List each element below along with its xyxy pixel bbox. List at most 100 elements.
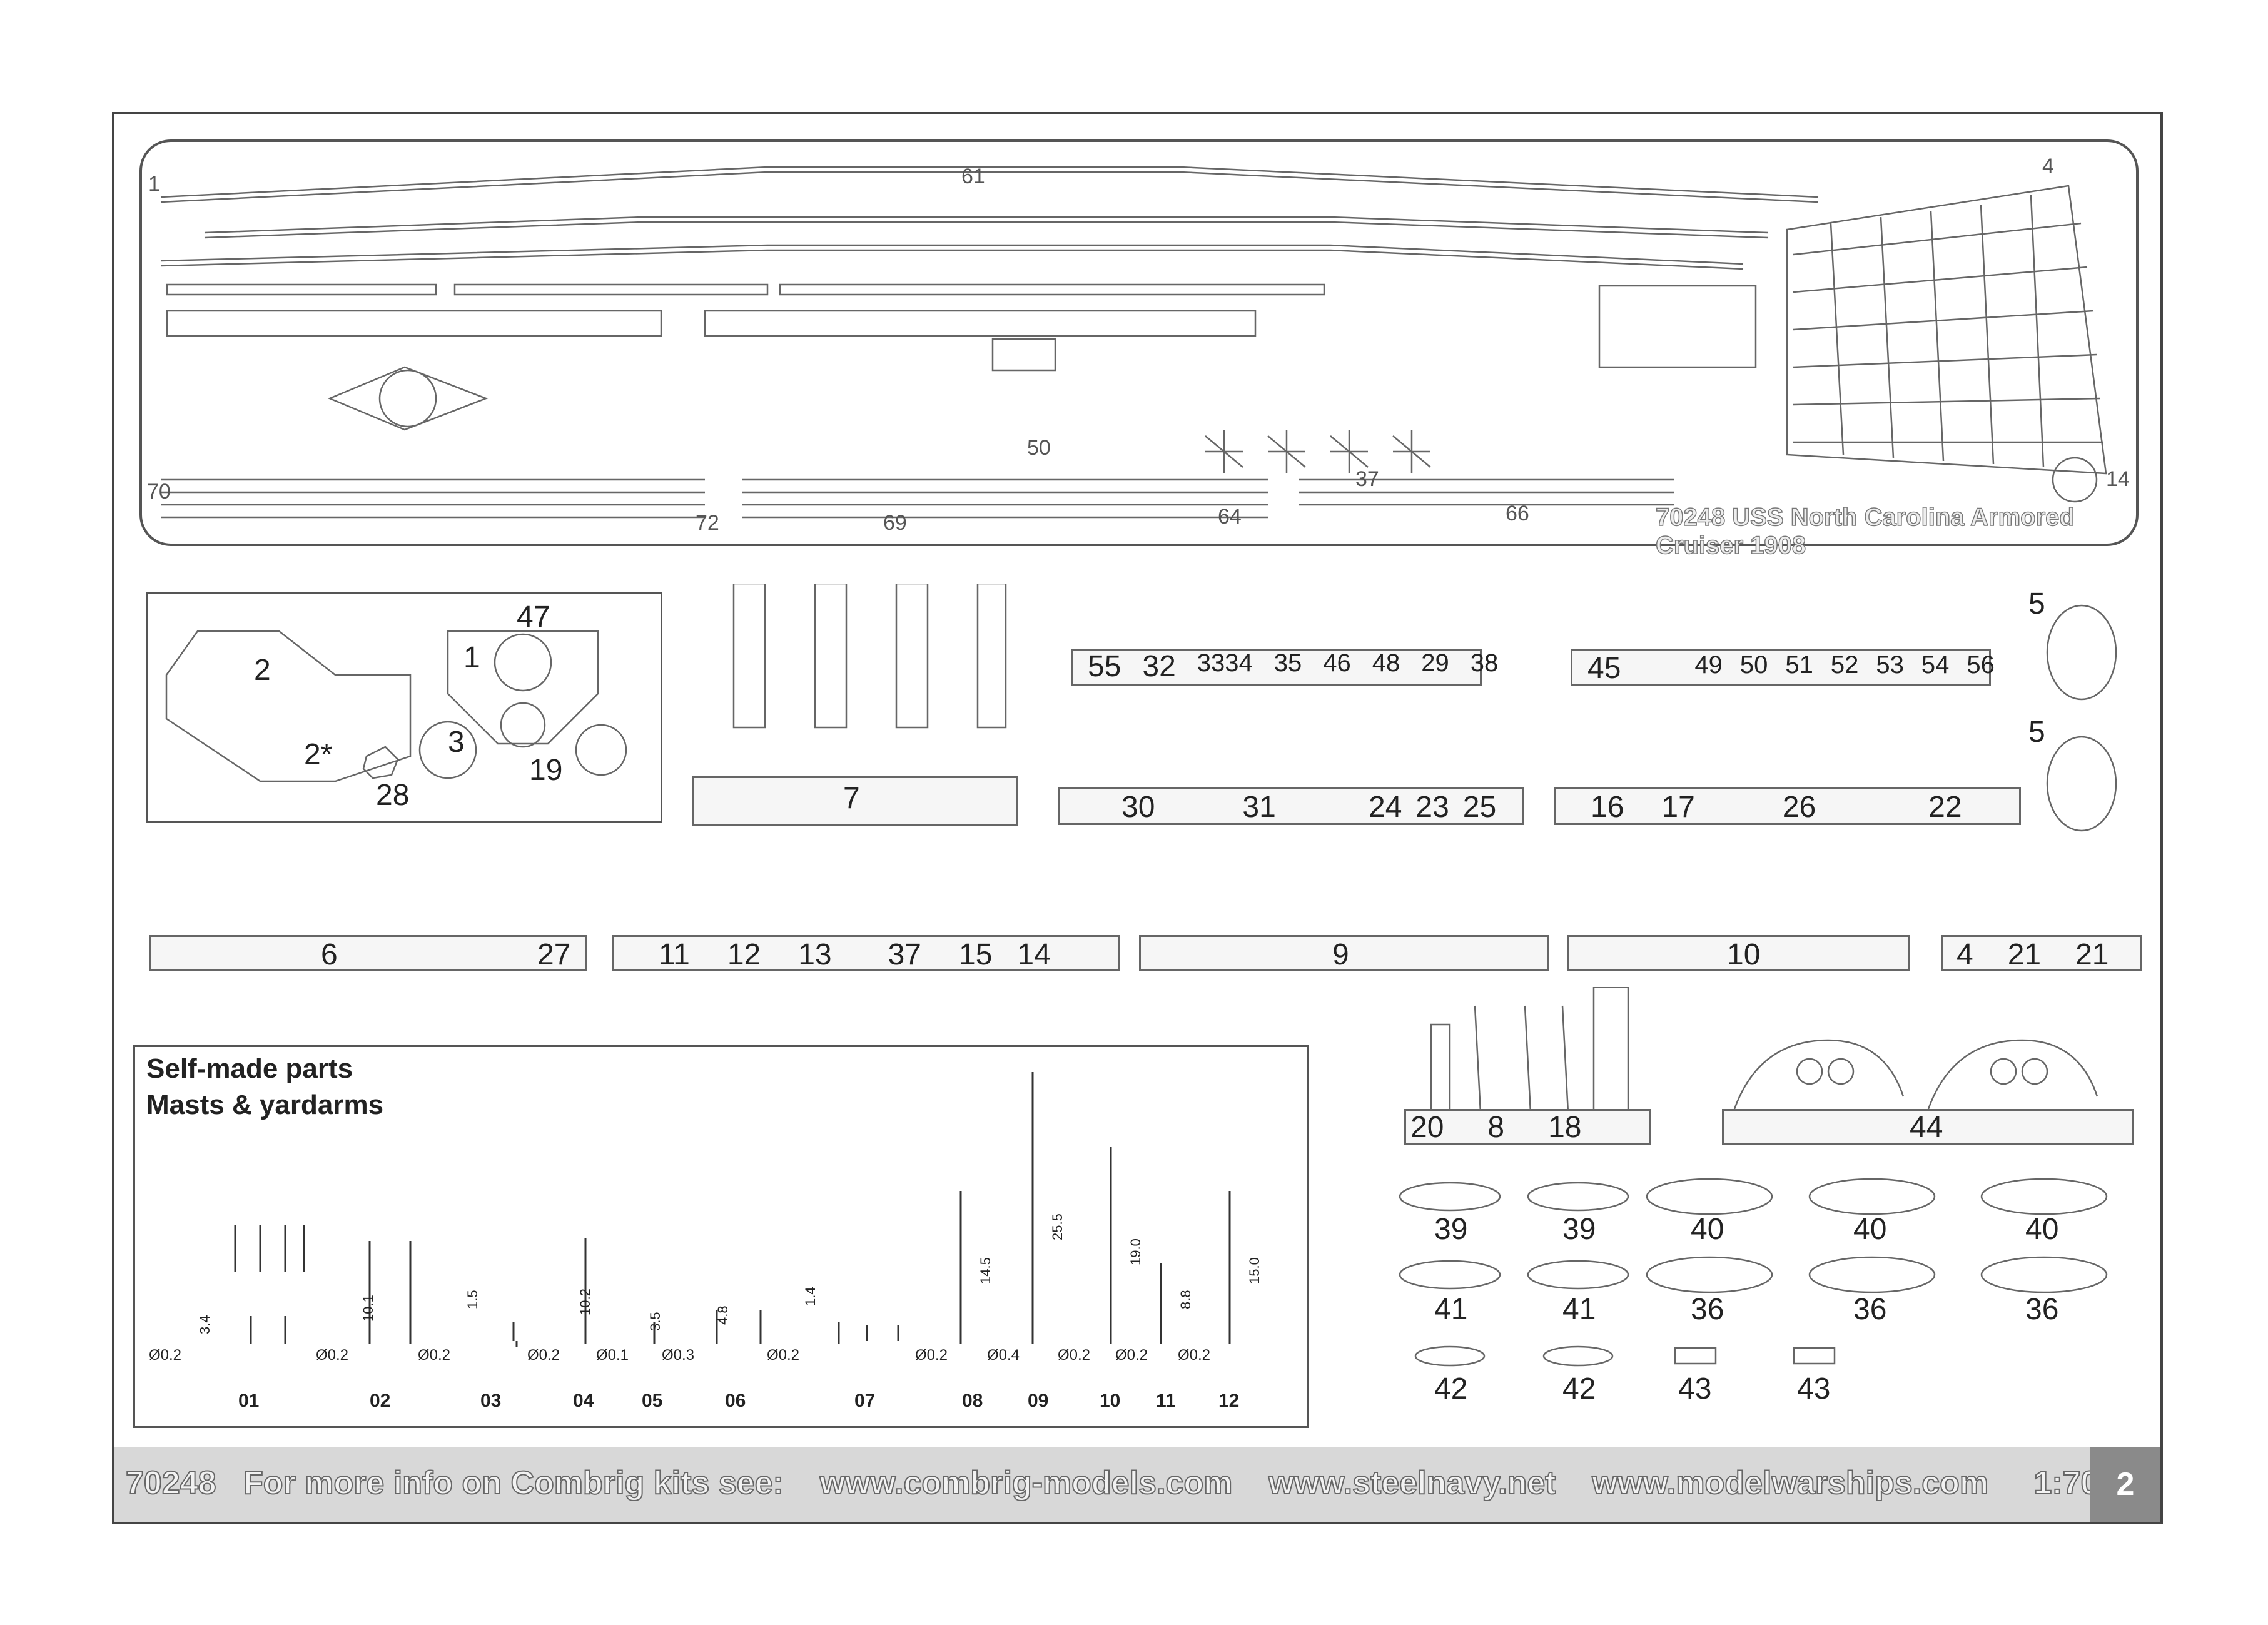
sm-len-03: 1.5 — [465, 1290, 480, 1309]
ventilators-base — [149, 935, 587, 971]
sm-dia-11: Ø0.2 — [1115, 1347, 1148, 1364]
label-21b: 21 — [2075, 938, 2109, 971]
detail-drawing — [165, 630, 627, 782]
footer-bar: 70248 For more info on Combrig kits see:… — [114, 1447, 2160, 1522]
sm-part-09: 09 — [1028, 1390, 1049, 1411]
label-20: 20 — [1410, 1111, 1444, 1144]
sm-len-08: 14.5 — [978, 1257, 993, 1284]
label-22: 22 — [1928, 791, 1962, 824]
sm-len-06: 4.8 — [715, 1305, 731, 1325]
sm-dia-05: Ø0.1 — [596, 1347, 629, 1364]
label-8: 8 — [1487, 1111, 1505, 1144]
sm-dia-03: Ø0.2 — [418, 1347, 451, 1364]
sm-dia-08: Ø0.2 — [915, 1347, 948, 1364]
fittings-labels-2: 45 49 50 51 52 53 54 56 — [1587, 651, 1995, 686]
sm-len-02: 10.1 — [360, 1295, 376, 1322]
label-53: 53 — [1876, 651, 1904, 679]
fret-label-66: 66 — [1506, 502, 1529, 525]
boat-label-36b: 36 — [1853, 1293, 1887, 1326]
label-51: 51 — [1785, 651, 1813, 679]
fret-title: 70248 USS North Carolina Armored Cruiser… — [1655, 503, 2075, 560]
label-50: 50 — [1739, 651, 1768, 679]
fret-label-61: 61 — [961, 165, 985, 188]
boat-label-36a: 36 — [1691, 1293, 1724, 1326]
sm-len-07: 1.4 — [802, 1287, 818, 1306]
label-46: 46 — [1323, 649, 1351, 677]
fittings-labels-1: 55 32 3334 35 46 48 29 38 — [1088, 649, 1498, 684]
funnels-label: 7 — [843, 782, 860, 815]
sm-dia-10: Ø0.2 — [1058, 1347, 1091, 1364]
sm-len-01: 3.4 — [197, 1315, 213, 1334]
fittings-labels-4: 16 17 26 22 — [1591, 790, 1962, 824]
fret-label-1: 1 — [148, 172, 160, 196]
sm-len-10: 19.0 — [1128, 1238, 1143, 1265]
fret-label-37: 37 — [1355, 467, 1379, 491]
label-29: 29 — [1421, 649, 1449, 677]
part-5a-drawing — [2046, 604, 2117, 701]
deckhouse-base — [1941, 935, 2142, 971]
boat-label-42a: 42 — [1434, 1372, 1468, 1405]
sm-part-02: 02 — [370, 1390, 391, 1411]
detail-label-28: 28 — [376, 779, 410, 812]
boat-label-40b: 40 — [1853, 1213, 1887, 1246]
sm-part-05: 05 — [642, 1390, 663, 1411]
label-30: 30 — [1121, 791, 1155, 824]
label-6: 6 — [321, 938, 338, 971]
fret-label-4: 4 — [2042, 154, 2054, 178]
sm-dia-07: Ø0.2 — [767, 1347, 800, 1364]
label-14: 14 — [1017, 938, 1051, 971]
sm-part-04: 04 — [573, 1390, 594, 1411]
sm-dia-04: Ø0.2 — [527, 1347, 560, 1364]
boat-booms-base — [1139, 935, 1549, 971]
self-made-drawing — [234, 1072, 1231, 1347]
label-9: 9 — [1332, 938, 1349, 971]
fret-label-72: 72 — [696, 511, 719, 535]
label-10: 10 — [1727, 938, 1761, 971]
fittings-base-1 — [1071, 649, 1482, 686]
label-38: 38 — [1470, 649, 1499, 677]
sm-len-09: 25.5 — [1050, 1213, 1065, 1240]
fret-label-64: 64 — [1218, 505, 1242, 529]
sm-len-05: 3.5 — [647, 1312, 663, 1331]
stanchions-base — [1567, 935, 1910, 971]
label-49: 49 — [1694, 651, 1723, 679]
label-45: 45 — [1587, 652, 1621, 685]
label-26: 26 — [1782, 791, 1816, 824]
detail-box: 47 1 2 3 2* 28 19 — [146, 592, 662, 823]
sm-part-10: 10 — [1100, 1390, 1121, 1411]
footer-text: 70248 For more info on Combrig kits see:… — [125, 1464, 2117, 1502]
sm-part-12: 12 — [1218, 1390, 1240, 1411]
sm-part-06: 06 — [725, 1390, 746, 1411]
photo-etch-fret: 70248 USS North Carolina Armored Cruiser… — [139, 139, 2139, 560]
masts-yardarms-title: Masts & yardarms — [146, 1090, 384, 1120]
detail-label-2star: 2* — [304, 738, 333, 771]
label-52: 52 — [1830, 651, 1859, 679]
sm-len-11: 8.8 — [1178, 1290, 1193, 1309]
boat-label-39a: 39 — [1434, 1213, 1468, 1246]
self-made-title: Self-made parts — [146, 1053, 353, 1084]
sm-len-12: 15.0 — [1247, 1257, 1262, 1284]
label-13: 13 — [798, 938, 832, 971]
funnels-drawing — [732, 584, 1007, 729]
detail-label-3: 3 — [448, 726, 465, 759]
label-55: 55 — [1088, 650, 1121, 683]
fittings-base-3 — [1058, 787, 1524, 825]
fittings-base-2 — [1571, 649, 1991, 686]
boat-label-43a: 43 — [1678, 1372, 1712, 1405]
deckhouse-labels: 4 21 21 — [1957, 938, 2109, 972]
sm-len-04: 10.2 — [577, 1288, 593, 1315]
part-5b-drawing — [2046, 736, 2117, 832]
boat-label-36c: 36 — [2025, 1293, 2059, 1326]
boat-label-42b: 42 — [1562, 1372, 1596, 1405]
instruction-sheet: 70248 USS North Carolina Armored Cruiser… — [112, 112, 2163, 1524]
sm-dia-09: Ø0.4 — [987, 1347, 1020, 1364]
fittings-labels-3b: 24 23 25 — [1369, 790, 1496, 824]
fittings-labels-3: 30 31 — [1121, 790, 1276, 824]
fret-label-70: 70 — [147, 480, 171, 504]
label-27: 27 — [537, 938, 571, 971]
fittings-base-4 — [1554, 787, 2021, 825]
davits-base — [1722, 1109, 2134, 1145]
label-11: 11 — [659, 938, 690, 971]
detail-label-19: 19 — [529, 754, 563, 787]
sm-part-07: 07 — [854, 1390, 876, 1411]
